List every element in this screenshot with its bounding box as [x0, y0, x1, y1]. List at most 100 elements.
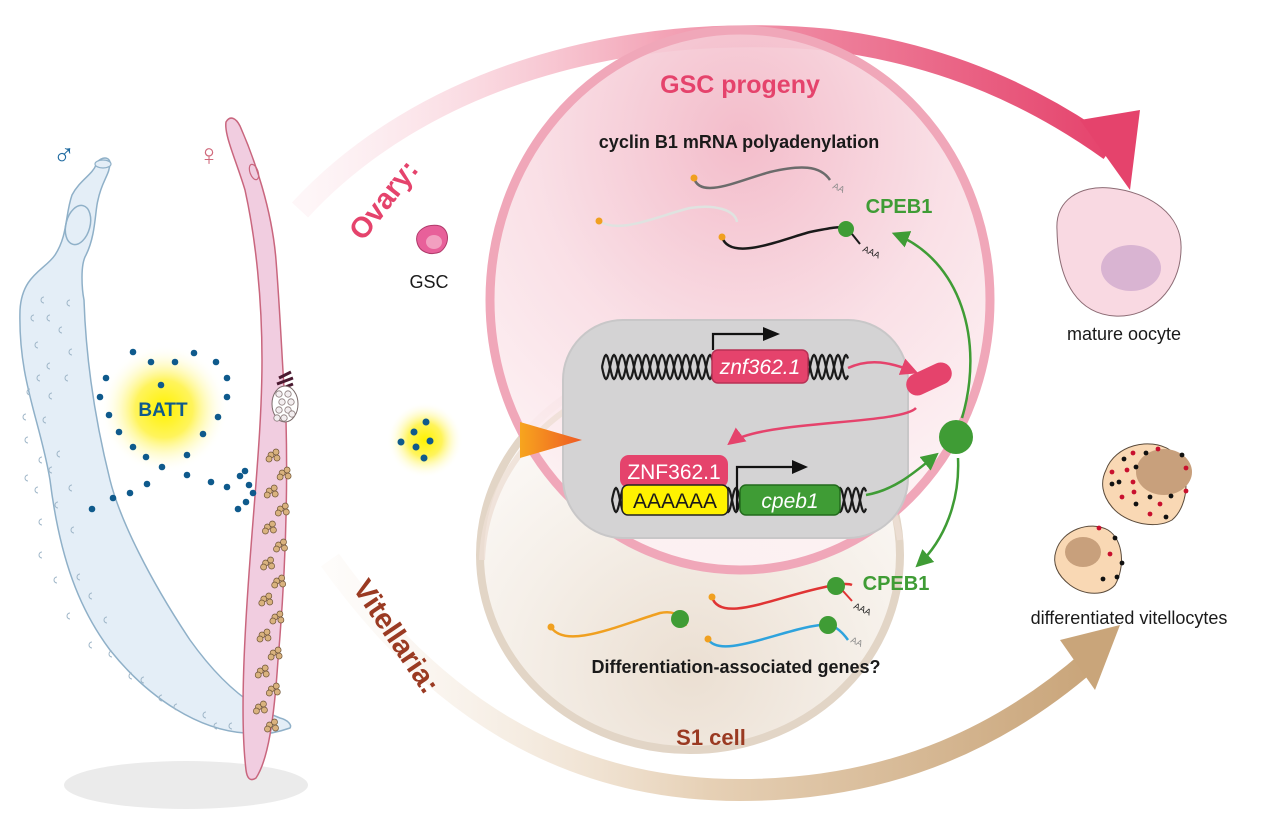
batt-particle: [207, 478, 215, 486]
batt-particle: [129, 443, 137, 451]
gsc-label: GSC: [409, 272, 448, 292]
vitelline-cell: [280, 538, 287, 546]
tss-arrow-cpeb1: [735, 465, 795, 510]
mrna-blue: AA: [704, 616, 864, 649]
tubercle-mark: [22, 413, 27, 421]
znf362-protein-icon: [906, 362, 952, 396]
vitelline-cell: [275, 652, 283, 660]
znf362-protein-label: ZNF362.1: [627, 461, 720, 484]
vitellaria-pathway-arrow: [321, 553, 1120, 802]
tubercle-mark: [30, 314, 35, 322]
batt-particle: [158, 463, 166, 471]
cpeb1-label-gsc: CPEB1: [866, 196, 933, 218]
tubercle-mark: [46, 362, 51, 370]
tubercle-mark: [36, 374, 41, 382]
vitelline-cell: [264, 725, 271, 733]
cpeb1-bound-icon: [827, 577, 845, 595]
vitelline-cell: [274, 646, 282, 654]
yolk-granule: [1124, 467, 1130, 473]
tubercle-mark: [38, 456, 43, 464]
vitelline-cell: [267, 653, 275, 661]
tubercle-mark: [108, 650, 113, 658]
oocyte-cell: [280, 414, 288, 422]
vitelline-cell: [263, 491, 271, 499]
gsc-progeny-subtitle: cyclin B1 mRNA polyadenylation: [599, 132, 879, 152]
gsc-progeny-title: GSC progeny: [660, 71, 820, 99]
vitelline-cell: [282, 508, 290, 516]
yolk-granule: [1114, 574, 1120, 580]
mature-oocyte-icon: [1056, 187, 1182, 317]
vitelline-cell: [272, 682, 280, 690]
vitelline-cell: [269, 617, 277, 625]
vitelline-cell: [265, 689, 273, 697]
batt-particle: [242, 498, 250, 506]
yolk-granule: [1107, 551, 1113, 557]
cpeb1-expression-arrow: [865, 452, 939, 497]
vitelline-cell: [262, 527, 269, 535]
yolk-granule: [1163, 514, 1169, 520]
vitelline-cell: [261, 664, 269, 672]
batt-particle: [102, 374, 110, 382]
batt-particle: [96, 393, 104, 401]
tubercle-mark: [140, 676, 145, 684]
vitelline-cell: [268, 562, 275, 570]
yolk-granule: [1147, 511, 1153, 517]
differentiation-genes-question: Differentiation-associated genes?: [591, 657, 880, 677]
tss-arrow-znf362: [711, 332, 766, 350]
vitellocyte-small-icon: [1054, 525, 1122, 594]
male-oral-sucker: [64, 204, 92, 246]
batt-particles: [88, 348, 257, 513]
tubercle-mark: [173, 703, 178, 711]
yolk-granule: [1143, 450, 1149, 456]
yolk-granule: [1183, 465, 1189, 471]
polya-motif-label: AAAAAA: [633, 490, 717, 513]
mrna-gray: AA: [690, 166, 846, 195]
tubercle-mark: [40, 296, 45, 304]
female-worm: [225, 117, 288, 781]
tubercle-mark: [202, 711, 207, 719]
batt-particle: [249, 489, 257, 497]
cpeb1-bound-icon: [671, 610, 689, 628]
znf362-protein-box: [620, 455, 728, 488]
vitelline-cell: [261, 706, 268, 714]
s1-cell-title: S1 cell: [676, 725, 746, 750]
tss-arrowhead-icon: [763, 327, 780, 341]
vitelline-cell: [270, 526, 277, 534]
vitelline-cell: [271, 718, 278, 726]
vitelline-cell: [264, 634, 272, 642]
tubercle-mark: [54, 501, 59, 509]
oocyte-cell: [278, 398, 286, 406]
cpeb1-gene-box: [739, 484, 841, 516]
vitelline-cell: [263, 628, 271, 636]
male-worm: [19, 157, 292, 735]
batt-particle: [143, 480, 151, 488]
cpeb1-protein-icon: [939, 420, 973, 454]
batt-signal-dots: [397, 418, 434, 462]
vitelline-cell: [284, 472, 292, 480]
yolk-granule: [1112, 535, 1118, 541]
female-symbol-icon: ♀: [198, 139, 221, 172]
tubercle-mark: [24, 436, 29, 444]
yolk-granule: [1155, 446, 1161, 452]
batt-particle: [142, 453, 150, 461]
worm-shadow: [64, 761, 308, 809]
tubercle-mark: [46, 314, 51, 322]
yolk-granule: [1168, 493, 1174, 499]
tubercle-mark: [38, 551, 43, 559]
cpeb1-bound-icon: [838, 221, 854, 237]
female-gut-pigment: [276, 370, 294, 398]
yolk-granule: [1109, 481, 1115, 487]
vitelline-cell: [266, 598, 274, 606]
vitelline-cell: [254, 671, 262, 679]
batt-particle: [190, 349, 198, 357]
tubercle-mark: [24, 474, 29, 482]
batt-particle: [223, 374, 231, 382]
yolk-granule: [1183, 488, 1189, 494]
vitelline-cell: [272, 448, 280, 456]
vitelline-cell: [260, 563, 267, 571]
oocyte-cell: [284, 390, 292, 398]
vitellocyte-yolk-granules: [1096, 446, 1189, 582]
vitelline-cell: [256, 635, 264, 643]
tf-binding-arrow: [727, 407, 917, 446]
vitelline-cell: [274, 509, 282, 517]
